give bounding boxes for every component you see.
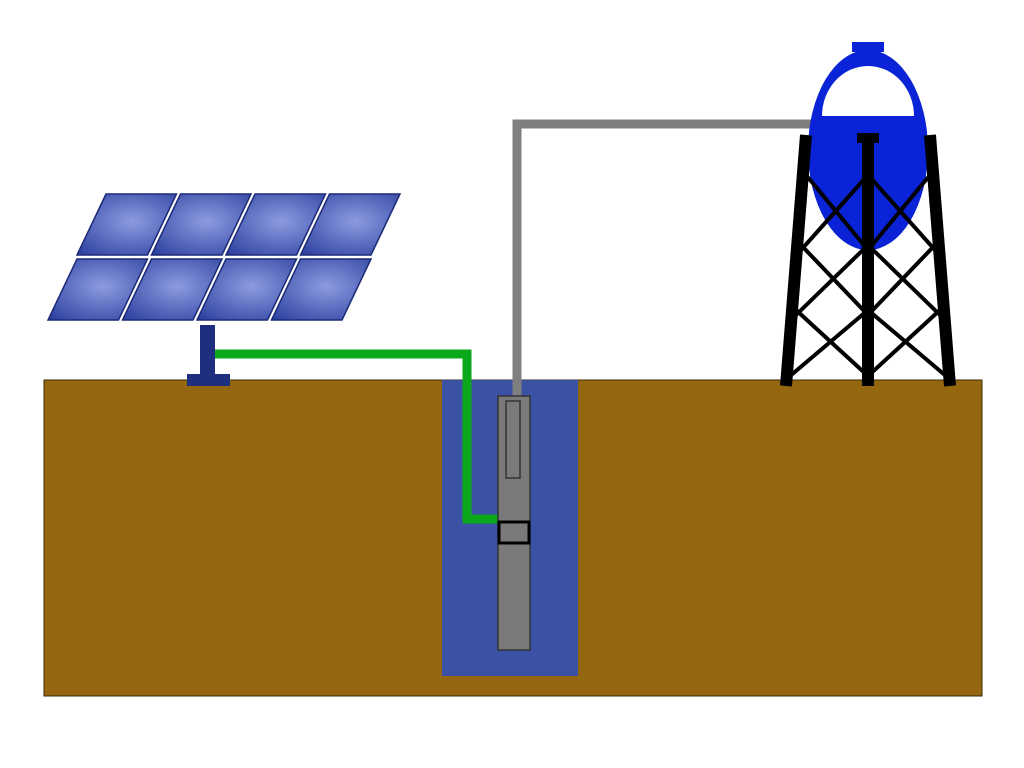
solar-cell — [224, 193, 327, 256]
tower-leg-right — [924, 134, 956, 387]
tower-brace — [866, 173, 937, 252]
solar-cell — [75, 193, 178, 256]
water-tower-icon — [780, 42, 956, 387]
water-pipe — [512, 119, 844, 396]
solar-cell — [150, 193, 253, 256]
solar-cell — [46, 258, 149, 321]
panel-base — [187, 374, 230, 386]
solar-cell — [195, 258, 298, 321]
pump-window — [505, 400, 521, 479]
solar-cell — [299, 193, 402, 256]
tank-cap — [852, 42, 884, 52]
solar-cell — [270, 258, 373, 321]
tower-brace — [799, 173, 870, 252]
solar-panel-mount — [187, 325, 230, 386]
tower-brace — [788, 308, 870, 378]
solar-cell — [121, 258, 224, 321]
pump-motor-band — [497, 520, 531, 545]
panel-post — [200, 325, 215, 377]
submersible-pump-icon — [497, 395, 531, 651]
power-cable — [215, 349, 498, 524]
tower-brace — [866, 308, 948, 378]
tower-brace — [794, 243, 870, 317]
solar-panel-icon — [46, 193, 402, 321]
tower-frame — [780, 133, 956, 387]
tank-arch — [822, 66, 914, 116]
tower-leg-left — [780, 134, 812, 387]
tower-brace — [866, 243, 942, 317]
